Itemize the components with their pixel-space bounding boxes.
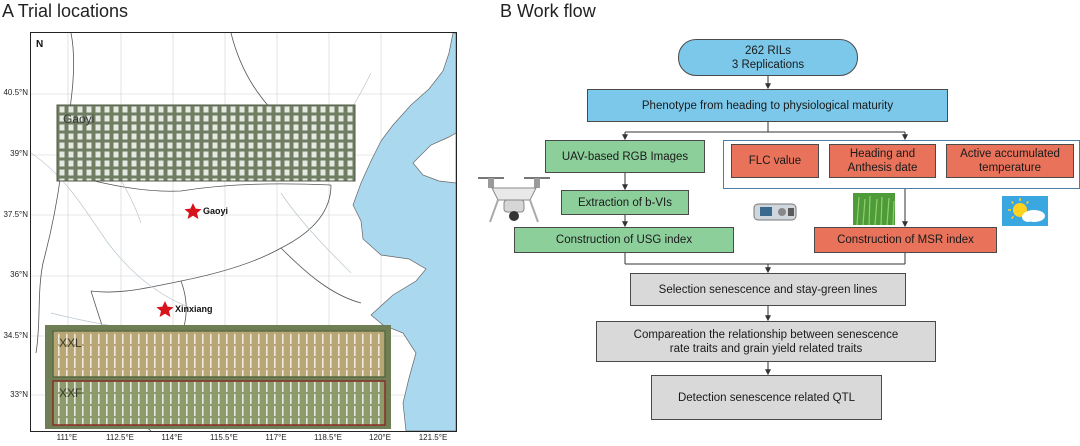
compare-line1: Compareation the relationship between se…	[633, 328, 899, 341]
uav-images-box: UAV-based RGB Images	[545, 140, 705, 173]
flc-value-box: FLC value	[731, 144, 819, 178]
lon-tick: 112.5°E	[106, 433, 134, 442]
lat-tick: 36°N	[10, 270, 28, 279]
lon-tick: 117°E	[265, 433, 287, 442]
gaoyi-site-marker: Gaoyi	[184, 203, 228, 219]
start-line1: 262 RILs	[744, 44, 792, 57]
device-icon	[753, 203, 797, 221]
start-rils-box: 262 RILs 3 Replications	[678, 39, 858, 76]
map-canvas: N Gaoyi XXL XXF Gaoyi Xinxiang	[31, 33, 456, 431]
lon-tick: 111°E	[56, 433, 78, 442]
lat-tick: 40.5°N	[3, 88, 28, 97]
heading-line1: Heading and	[849, 148, 916, 160]
heading-line2: Anthesis date	[847, 162, 918, 174]
msr-index-box: Construction of MSR index	[814, 227, 997, 253]
start-line2: 3 Replications	[731, 58, 805, 71]
compare-line2: rate traits and grain yield related trai…	[669, 342, 863, 355]
lon-tick: 115.5°E	[210, 433, 238, 442]
peninsula-outline	[412, 132, 456, 184]
wheat-field-icon	[853, 193, 895, 225]
selection-box: Selection senescence and stay-green line…	[630, 273, 906, 306]
north-label: N	[36, 39, 43, 50]
detection-qtl-box: Detection senescence related QTL	[651, 375, 882, 420]
active-temperature-box: Active accumulated temperature	[946, 144, 1074, 178]
sea-area	[352, 33, 456, 431]
active-line1: Active accumulated	[960, 148, 1060, 160]
xinxiang-site-label: Xinxiang	[175, 304, 213, 314]
compare-box: Compareation the relationship between se…	[596, 321, 936, 362]
xinxiang-field-image: XXL XXF	[45, 325, 391, 429]
drone-icon	[478, 177, 550, 223]
xxl-field-label: XXL	[59, 336, 82, 350]
trial-location-map: N Gaoyi XXL XXF Gaoyi Xinxiang	[30, 32, 457, 432]
extraction-bvis-box: Extraction of b-VIs	[561, 190, 689, 215]
lat-tick: 33°N	[10, 390, 28, 399]
panel-b-title: B Work flow	[500, 1, 596, 21]
lon-tick: 114°E	[161, 433, 183, 442]
lat-tick: 37.5°N	[3, 210, 28, 219]
heading-anthesis-box: Heading and Anthesis date	[829, 144, 936, 178]
phenotype-box: Phenotype from heading to physiological …	[587, 89, 948, 122]
active-line2: temperature	[978, 162, 1041, 174]
lon-tick: 121.5°E	[418, 433, 448, 442]
gaoyi-field-image: Gaoyi	[56, 104, 356, 182]
xinxiang-site-marker: Xinxiang	[156, 301, 213, 317]
sun-cloud-icon	[1002, 196, 1048, 226]
lon-tick: 118.5°E	[314, 433, 342, 442]
panel-a-title: A Trial locations	[2, 1, 129, 21]
gaoyi-field-label: Gaoyi	[63, 112, 94, 126]
usg-index-box: Construction of USG index	[514, 227, 734, 253]
lon-tick: 120°E	[369, 433, 391, 442]
lat-tick: 39°N	[10, 149, 28, 158]
xxf-field-label: XXF	[59, 386, 82, 400]
gaoyi-site-label: Gaoyi	[203, 206, 228, 216]
lat-tick: 34.5°N	[3, 331, 28, 340]
